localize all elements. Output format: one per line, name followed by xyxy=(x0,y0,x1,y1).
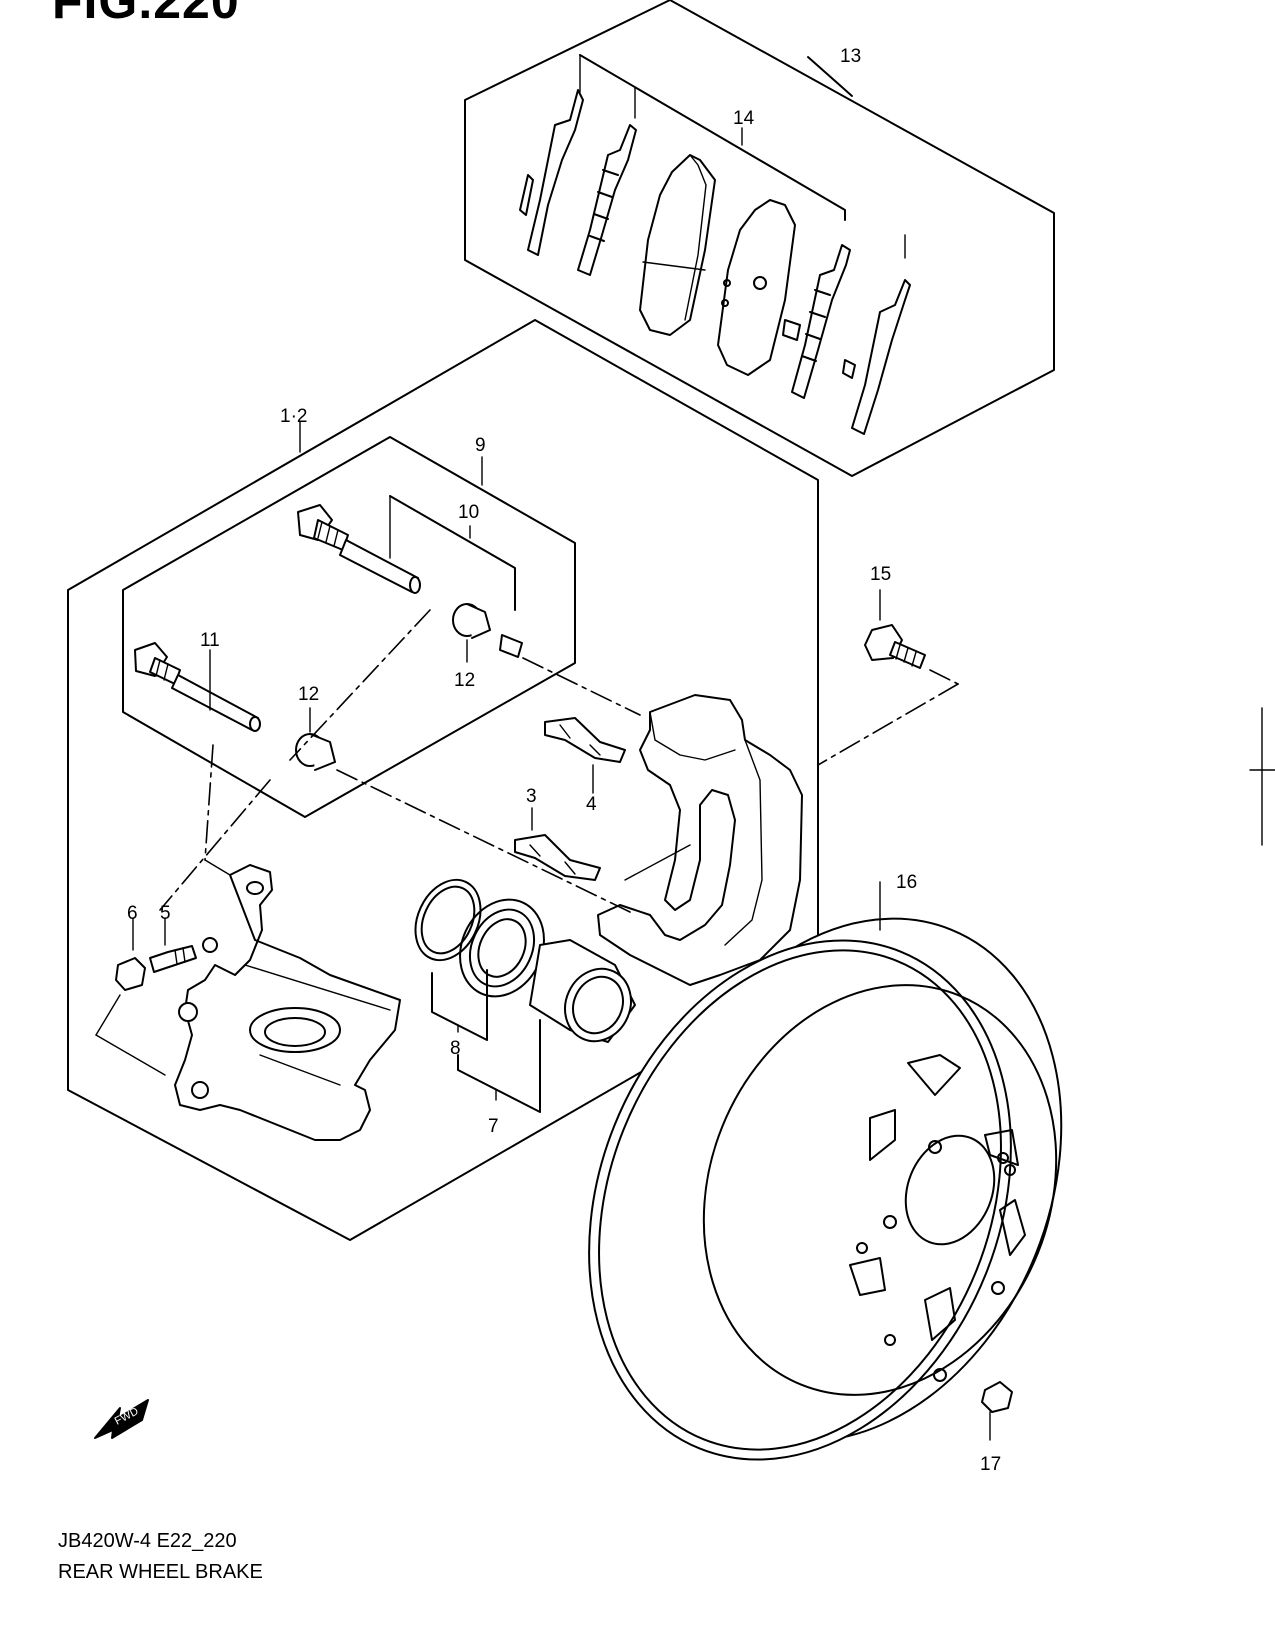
guide-pin-upper xyxy=(297,504,421,594)
brake-pad-shim-right-outer xyxy=(842,279,911,435)
brake-pad-shim-right-inner xyxy=(782,244,851,399)
callout-17: 17 xyxy=(980,1454,1001,1475)
pad-subset-bracket-14 xyxy=(579,54,906,259)
callout-14: 14 xyxy=(733,108,755,129)
guide-pin-lower xyxy=(134,642,261,732)
guide-pin-set-frame-9 xyxy=(122,436,576,818)
brake-pad-shim-left-inner xyxy=(577,124,637,276)
callout-11: 11 xyxy=(200,630,220,651)
callout-5: 5 xyxy=(160,903,171,924)
caliper-carrier xyxy=(597,694,803,986)
alignment-lines xyxy=(95,609,959,1076)
hub-nut xyxy=(981,1381,1013,1441)
carrier-bolt xyxy=(864,589,926,669)
fwd-arrow-icon: FWD xyxy=(94,1399,149,1439)
figure-title: FIG.220 xyxy=(52,0,240,29)
figure-name: REAR WHEEL BRAKE xyxy=(58,1561,263,1583)
callout-12-lower: 12 xyxy=(298,684,319,705)
callout-4: 4 xyxy=(586,794,597,815)
brake-pad-right xyxy=(717,199,796,376)
pad-clip-lower xyxy=(514,834,601,881)
callout-16: 16 xyxy=(896,872,917,893)
pad-clip-upper xyxy=(544,717,626,763)
piston-seal xyxy=(414,878,482,962)
guide-pin-bracket-10 xyxy=(389,495,516,611)
piston-kit-bracket-7 xyxy=(457,1019,541,1113)
bleeder-cap xyxy=(115,957,146,991)
figure-code: JB420W-4 E22_220 xyxy=(58,1530,237,1552)
seal-kit-bracket-8 xyxy=(431,969,488,1041)
caliper-body xyxy=(174,864,401,1141)
callout-6: 6 xyxy=(127,903,138,924)
callout-1-2: 1·2 xyxy=(280,406,307,427)
callout-3: 3 xyxy=(526,786,537,807)
pad-set-frame-13 xyxy=(464,0,1055,477)
brake-pad-shim-left-outer xyxy=(519,89,584,256)
bleeder-screw xyxy=(149,945,197,973)
callout-15: 15 xyxy=(870,564,891,585)
callout-10: 10 xyxy=(458,502,479,523)
guide-pin-boot-upper xyxy=(452,603,523,663)
callout-13: 13 xyxy=(840,46,861,67)
callout-7: 7 xyxy=(488,1116,499,1137)
brake-disc xyxy=(588,881,1063,1461)
guide-pin-boot-lower xyxy=(295,707,336,771)
callout-12-upper: 12 xyxy=(454,670,475,691)
callout-8: 8 xyxy=(450,1038,461,1059)
brake-pad-left xyxy=(639,154,716,336)
caliper-piston xyxy=(529,939,636,1043)
callout-9: 9 xyxy=(475,435,486,456)
